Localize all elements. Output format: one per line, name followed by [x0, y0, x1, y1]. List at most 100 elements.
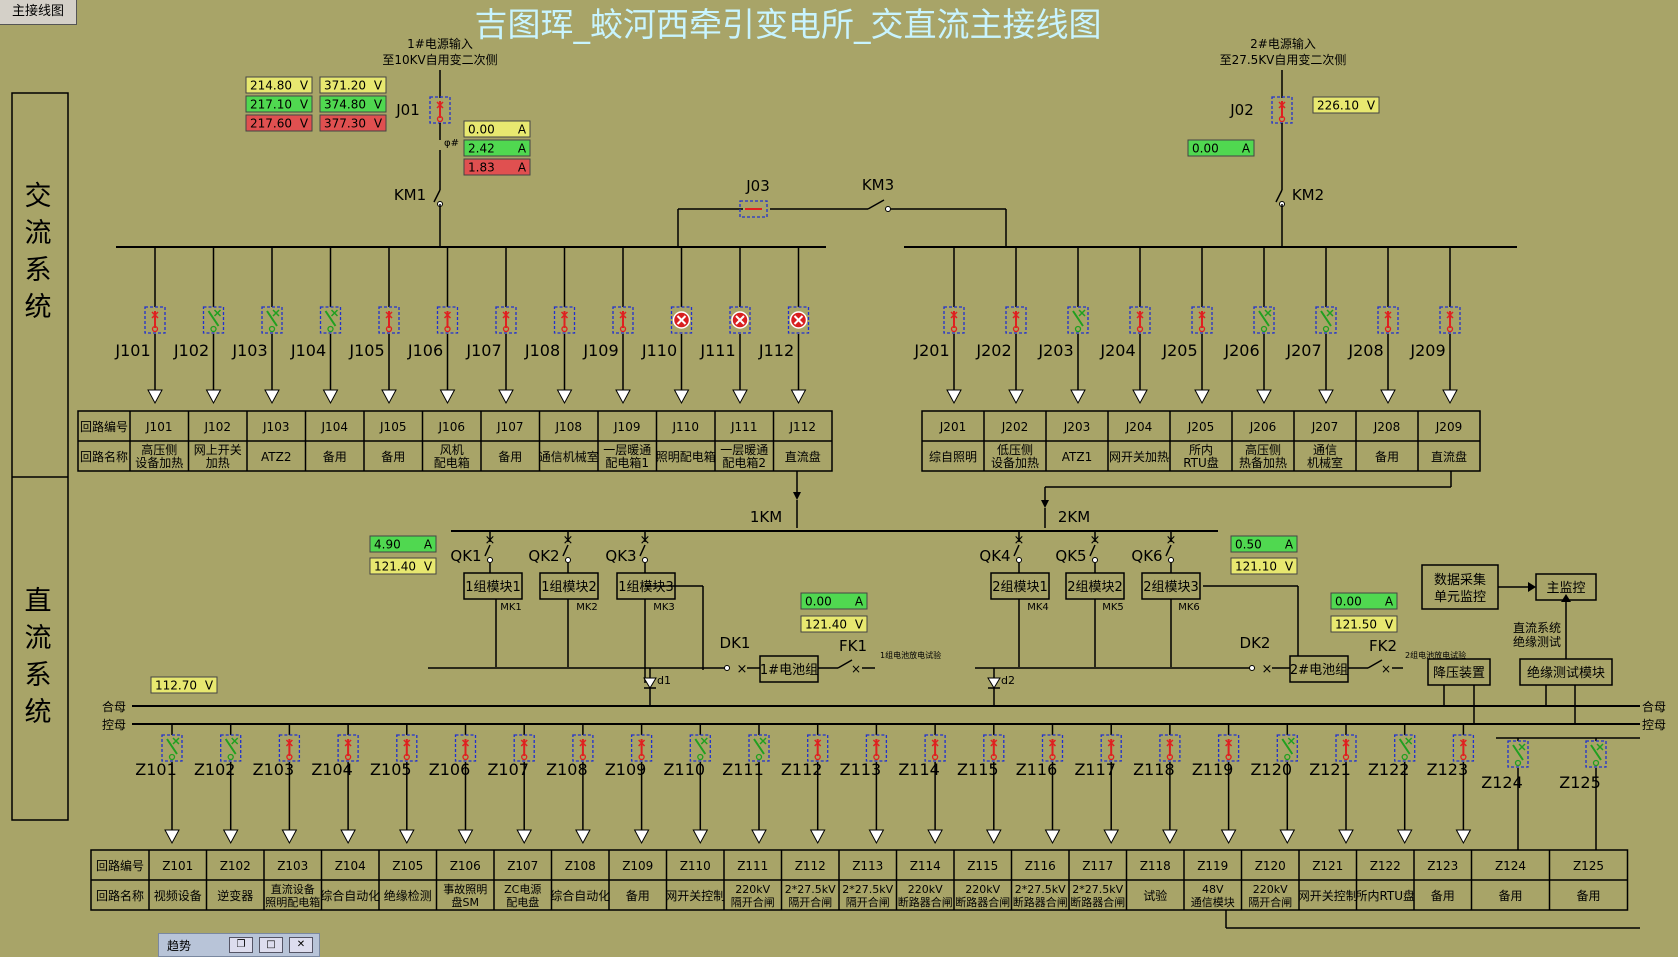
hemu-left-label: 合母: [102, 699, 126, 714]
table-code-Z109: Z109: [622, 859, 653, 873]
breaker-Z111-contact: [755, 753, 763, 761]
module-MK2[interactable]: [539, 572, 599, 600]
fk1-switch[interactable]: [837, 659, 853, 669]
feeder-id-J205: J205: [1161, 341, 1197, 360]
breaker-J111-x: [735, 315, 745, 325]
maximize-icon[interactable]: □: [259, 937, 283, 953]
table-name-Z106-2: 盘SM: [452, 895, 479, 909]
km3-blade[interactable]: [867, 199, 885, 210]
breaker-J112[interactable]: [789, 311, 808, 329]
breaker-J105-frame[interactable]: [378, 306, 400, 334]
qk-cross-icon: ×: [563, 533, 574, 548]
breaker-Z101-frame[interactable]: [161, 734, 183, 762]
breaker-J207-frame[interactable]: [1315, 306, 1337, 334]
breaker-Z105-frame[interactable]: [396, 734, 418, 762]
breaker-J104-frame[interactable]: [319, 306, 342, 334]
breaker-Z110-frame[interactable]: [689, 734, 711, 762]
breaker-Z118-frame[interactable]: [1159, 734, 1181, 762]
breaker-Z104-frame[interactable]: [337, 734, 359, 762]
voltmeter-1a-unit: V: [300, 98, 309, 112]
breaker-J203-frame[interactable]: [1067, 306, 1089, 334]
close-icon[interactable]: ✕: [289, 937, 313, 953]
breaker-J110-frame[interactable]: [670, 306, 693, 334]
breaker-J111[interactable]: [731, 311, 749, 329]
breaker-J106-frame[interactable]: [436, 306, 459, 334]
breaker-J112-frame[interactable]: [787, 306, 810, 334]
breaker-Z117-frame[interactable]: [1100, 734, 1122, 762]
daq-label-2: 单元监控: [1434, 590, 1486, 605]
breaker-J209-frame[interactable]: [1439, 306, 1461, 334]
trend-window[interactable]: 趋势 ❐ □ ✕: [158, 933, 320, 957]
breaker-J108-frame[interactable]: [553, 306, 576, 334]
breaker-Z114-frame[interactable]: [924, 734, 946, 762]
breaker-Z115-frame[interactable]: [983, 734, 1005, 762]
breaker-J206-frame[interactable]: [1253, 306, 1275, 334]
restore-icon[interactable]: ❐: [229, 937, 253, 953]
breaker-J111-frame[interactable]: [729, 306, 751, 334]
arrow-icon: [1338, 829, 1354, 845]
d1-label: d1: [657, 674, 671, 687]
insulation-test-box[interactable]: [1519, 658, 1613, 686]
battery2-box[interactable]: [1289, 655, 1349, 683]
j03-breaker[interactable]: [739, 200, 768, 218]
module-MK1[interactable]: [463, 572, 523, 600]
daq-box[interactable]: [1421, 564, 1499, 610]
breaker-J110[interactable]: [672, 311, 691, 329]
dk1-contact: [724, 665, 730, 671]
arrow-icon: [1070, 389, 1086, 405]
breaker-J204-frame[interactable]: [1129, 306, 1151, 334]
breaker-Z109-frame[interactable]: [630, 734, 653, 762]
breaker-Z102-frame[interactable]: [220, 734, 242, 762]
fk2-switch[interactable]: [1367, 659, 1383, 669]
breaker-J103-frame[interactable]: [261, 306, 283, 334]
breaker-Z121-frame[interactable]: [1335, 734, 1357, 762]
breaker-Z107-frame[interactable]: [513, 734, 535, 762]
breaker-Z105-cross: [403, 739, 411, 747]
1km-arrow-icon: [793, 492, 801, 500]
feeder-id-Z102: Z102: [194, 760, 236, 779]
breaker-Z112-frame[interactable]: [807, 734, 829, 762]
breaker-Z124-frame[interactable]: [1507, 740, 1529, 768]
breaker-Z108-frame[interactable]: [572, 734, 594, 762]
km2-blade[interactable]: [1275, 189, 1283, 203]
breaker-J103-blade: [266, 310, 278, 327]
table-name-J205-2: RTU盘: [1183, 455, 1219, 470]
breaker-Z106-frame[interactable]: [454, 734, 477, 762]
module-MK4[interactable]: [990, 572, 1050, 600]
voltmeter-1a-box: [245, 95, 313, 113]
breaker-Z120-frame[interactable]: [1276, 734, 1298, 762]
qk-switch-QK4[interactable]: [1013, 544, 1020, 557]
breaker-Z103-frame[interactable]: [278, 734, 301, 762]
table-code-J205: J205: [1187, 420, 1214, 434]
breaker-Z108-contact: [579, 753, 587, 761]
qk-switch-QK6[interactable]: [1165, 544, 1172, 557]
breaker-Z116-frame[interactable]: [1041, 734, 1064, 762]
table-name-J108: 通信机械室: [539, 449, 599, 464]
breaker-J205-frame[interactable]: [1191, 306, 1213, 334]
breaker-Z122-frame[interactable]: [1394, 734, 1416, 762]
km1-blade[interactable]: [433, 189, 441, 203]
breaker-Z123-frame[interactable]: [1452, 734, 1475, 762]
ammeter-1-value: 2.42: [468, 142, 495, 156]
voltmeter-2b-unit: V: [374, 117, 383, 131]
breaker-J107-frame[interactable]: [495, 306, 517, 334]
breaker-J109-frame[interactable]: [612, 306, 634, 334]
breaker-Z119-frame[interactable]: [1217, 734, 1240, 762]
breaker-Z111-frame[interactable]: [748, 734, 770, 762]
breaker-J208-frame[interactable]: [1377, 306, 1399, 334]
qk-switch-QK5[interactable]: [1089, 544, 1096, 557]
breaker-J102-frame[interactable]: [202, 306, 225, 334]
qk-switch-QK3[interactable]: [639, 544, 646, 557]
breaker-Z114-cross: [931, 739, 939, 747]
breaker-Z113-frame[interactable]: [865, 734, 888, 762]
qk-switch-QK2[interactable]: [562, 544, 569, 557]
qk-switch-QK1[interactable]: [484, 544, 491, 557]
breaker-J202-frame[interactable]: [1005, 306, 1027, 334]
breaker-Z125-frame[interactable]: [1585, 740, 1607, 768]
main-wiring-tab[interactable]: 主接线图: [0, 0, 77, 25]
breaker-J101-frame[interactable]: [144, 306, 166, 334]
dc-left-ammeter-box: [369, 535, 437, 553]
battery1-box[interactable]: [759, 655, 819, 683]
breaker-J201-frame[interactable]: [943, 306, 965, 334]
buck-box[interactable]: [1427, 658, 1491, 686]
